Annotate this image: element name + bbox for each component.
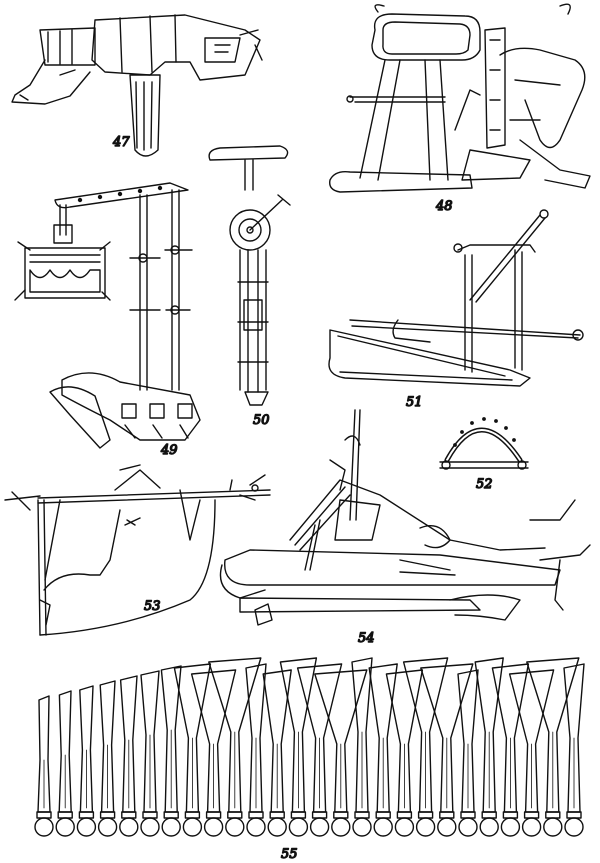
chisel-3 (76, 685, 97, 837)
chisel-18 (385, 669, 424, 837)
chisel-13 (279, 657, 318, 837)
figure-label-49: 49 (160, 443, 178, 458)
figure-label-54: 54 (358, 631, 375, 646)
chisel-2 (55, 690, 75, 837)
figure-54-traction-apparatus (219, 409, 591, 626)
chisel-8 (173, 663, 212, 837)
figure-label-55: 55 (281, 847, 298, 862)
figure-label-51: 51 (406, 395, 423, 410)
chisel-20 (420, 663, 474, 837)
figure-53-traction-frame (4, 464, 271, 636)
figure-50-screw-distractor (208, 145, 291, 406)
chisel-11 (245, 663, 267, 837)
chisel-10 (208, 657, 262, 837)
chisel-15 (314, 669, 368, 837)
figure-label-53: 53 (144, 599, 161, 614)
chisel-17 (368, 663, 398, 837)
chisel-4 (97, 680, 118, 837)
chisel-25 (526, 657, 580, 837)
chisel-9 (190, 669, 237, 837)
chisel-26 (563, 663, 585, 837)
chisel-23 (491, 663, 530, 837)
figure-label-47: 47 (112, 135, 130, 150)
chisel-21 (457, 669, 479, 837)
figure-51-wire-frame (328, 209, 584, 387)
figure-48-traction-frame (329, 3, 591, 193)
chisel-22 (474, 657, 504, 837)
chisel-5 (119, 675, 139, 837)
chisel-7 (160, 665, 182, 837)
chisel-6 (140, 670, 160, 837)
figure-55-osteotome-set (34, 657, 585, 837)
figure-52-arch-clamp (439, 417, 529, 470)
figure-label-48: 48 (435, 199, 453, 214)
figure-47-electric-drill (11, 14, 263, 157)
chisel-1 (34, 695, 54, 837)
figure-label-50: 50 (253, 413, 270, 428)
figure-label-52: 52 (476, 477, 493, 492)
chisel-12 (262, 669, 292, 837)
chisel-19 (402, 657, 449, 837)
chisel-14 (296, 663, 343, 837)
chisel-24 (508, 669, 555, 837)
figure-49-extension-apparatus (14, 182, 201, 449)
chisel-16 (351, 657, 373, 837)
